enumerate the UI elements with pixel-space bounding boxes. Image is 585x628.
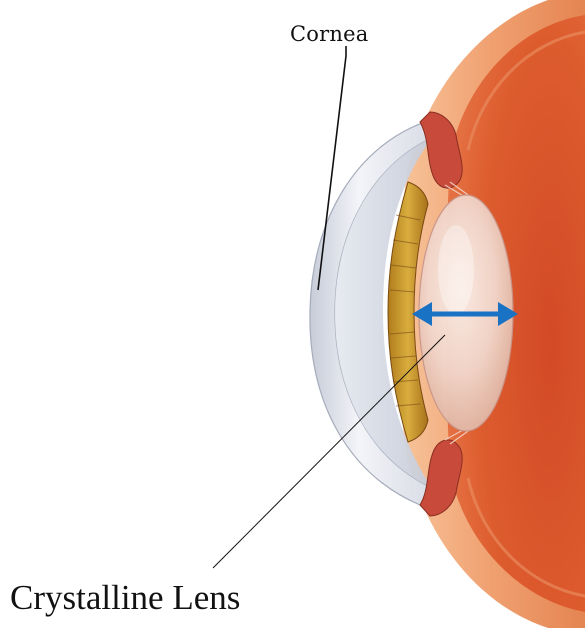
cornea-label: Cornea (290, 22, 368, 46)
crystalline-lens-label: Crystalline Lens (10, 578, 240, 618)
lens-highlight (438, 225, 474, 315)
